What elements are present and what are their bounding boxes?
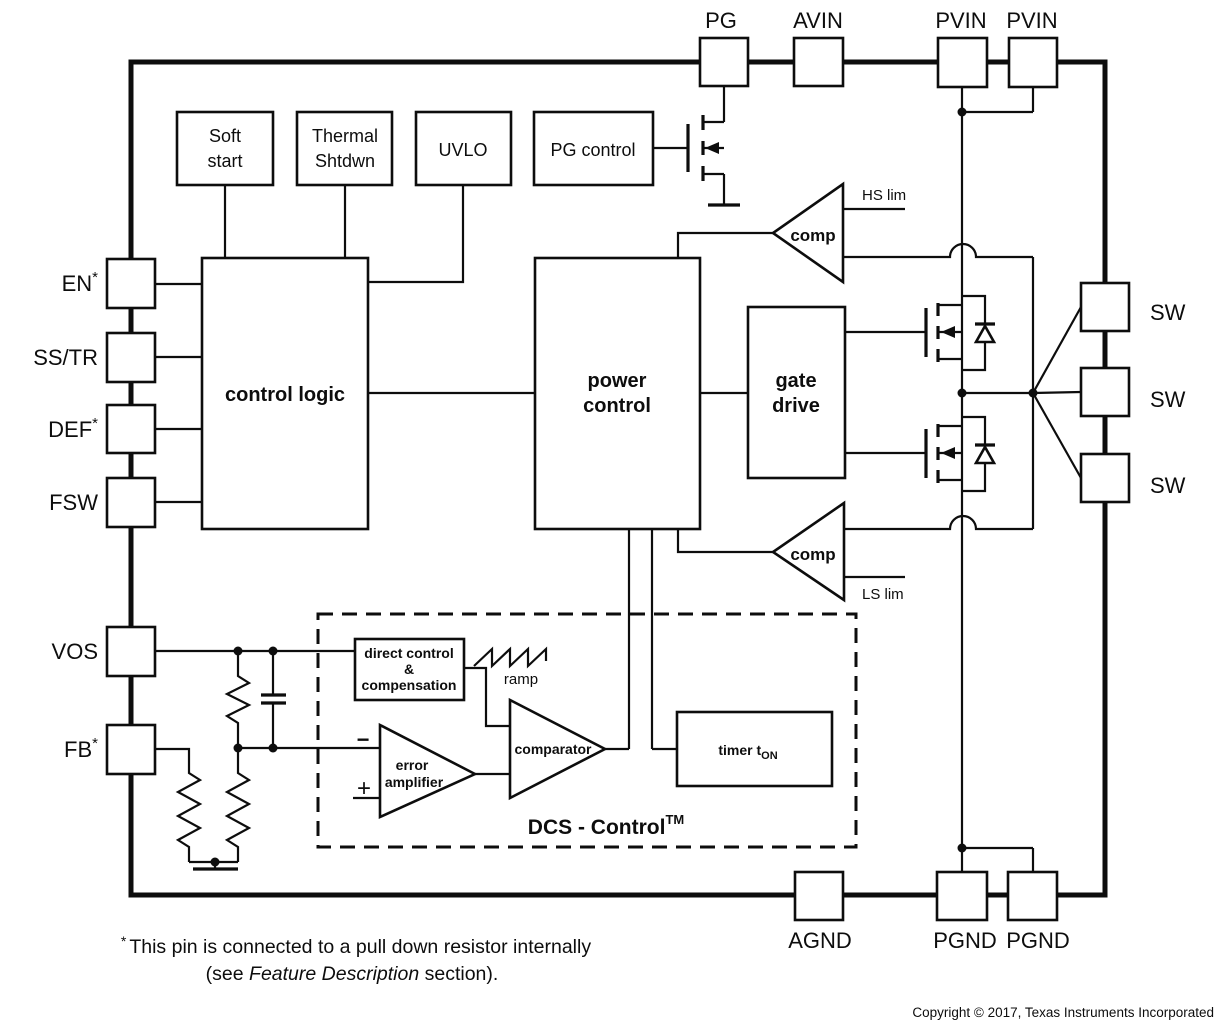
pin-sstr	[105, 331, 157, 384]
label-uvlo: UVLO	[438, 140, 487, 160]
label-gate-drive-1: gate	[775, 370, 816, 392]
mosfet-low-side	[924, 415, 997, 493]
ramp-icon	[473, 646, 548, 669]
block-direct-control	[353, 637, 466, 702]
pin-label-pgnd-1: PGND	[933, 928, 997, 953]
label-ls-lim: LS lim	[862, 586, 904, 603]
pin-vos	[105, 625, 157, 678]
pin-label-en: EN*	[62, 269, 99, 296]
pin-label-pvin-1: PVIN	[935, 8, 986, 33]
pin-sw-2	[1079, 366, 1131, 418]
label-power-control-1: power	[588, 370, 647, 392]
block-gate-drive	[746, 305, 847, 480]
pin-fb	[105, 723, 157, 776]
body-diode-icon	[962, 294, 987, 372]
pin-label-sw-3: SW	[1150, 473, 1186, 498]
label-hs-lim: HS lim	[862, 187, 906, 204]
pin-pg	[698, 36, 750, 88]
label-dcs-control: DCS - ControlTM	[528, 812, 684, 839]
label-thermal-2: Shtdwn	[315, 151, 375, 171]
pin-label-sw-2: SW	[1150, 387, 1186, 412]
pin-def	[105, 403, 157, 455]
pin-label-fb: FB*	[64, 735, 98, 762]
pin-avin	[792, 36, 845, 88]
pg-mosfet	[686, 115, 740, 207]
label-ramp: ramp	[504, 671, 538, 688]
label-error-amp-1: error	[396, 757, 429, 773]
block-pg-control	[532, 110, 655, 187]
pin-label-pg: PG	[705, 8, 737, 33]
ls-comparator-triangle	[770, 500, 846, 603]
label-ls-comp: comp	[790, 545, 835, 564]
plus-icon: +	[357, 775, 371, 802]
block-uvlo	[414, 110, 513, 187]
resistor-icon	[155, 747, 203, 862]
pin-fsw	[105, 476, 157, 529]
pin-label-avin: AVIN	[793, 8, 843, 33]
pin-sw-3	[1079, 452, 1131, 504]
error-amplifier-triangle	[378, 722, 478, 820]
label-thermal-1: Thermal	[312, 126, 378, 146]
wires	[155, 86, 1082, 872]
copyright-notice: Copyright © 2017, Texas Instruments Inco…	[912, 1005, 1214, 1020]
label-gate-drive-2: drive	[772, 395, 820, 417]
label-direct-control-1: direct control	[364, 645, 453, 661]
resistor-icon	[224, 651, 252, 748]
label-direct-control-2: &	[404, 661, 414, 677]
label-control-logic: control logic	[225, 384, 345, 406]
mosfet-high-side	[924, 294, 997, 372]
pin-label-vos: VOS	[52, 639, 98, 664]
label-timer: timer tON	[718, 742, 777, 762]
label-comparator: comparator	[514, 741, 592, 757]
label-direct-control-3: compensation	[362, 677, 457, 693]
pin-label-sw-1: SW	[1150, 300, 1186, 325]
pin-label-def: DEF*	[48, 415, 98, 442]
pin-agnd	[793, 870, 845, 922]
minus-icon: −	[357, 727, 370, 752]
comparator-triangle	[508, 697, 608, 801]
label-hs-comp: comp	[790, 226, 835, 245]
junction-dots	[210, 107, 1038, 867]
block-power-control	[533, 256, 702, 531]
label-error-amp-2: amplifier	[385, 774, 444, 790]
label-pg-control: PG control	[550, 140, 635, 160]
pin-en	[105, 257, 157, 310]
block-soft-start	[175, 110, 275, 187]
pin-label-pvin-2: PVIN	[1006, 8, 1057, 33]
pin-pgnd-2	[1006, 870, 1059, 922]
hs-comparator-triangle	[770, 181, 845, 285]
resistor-icon	[224, 748, 252, 862]
pins	[105, 36, 1131, 922]
footnote-line-1: *This pin is connected to a pull down re…	[121, 933, 591, 958]
label-soft-start-2: start	[207, 151, 242, 171]
pin-pvin-1	[936, 36, 989, 89]
pin-pgnd-1	[935, 870, 989, 922]
pin-label-agnd: AGND	[788, 928, 852, 953]
pin-pvin-2	[1007, 36, 1059, 89]
body-diode-icon	[962, 415, 987, 493]
pin-label-pgnd-2: PGND	[1006, 928, 1070, 953]
pin-label-fsw: FSW	[49, 490, 98, 515]
pin-label-sstr: SS/TR	[33, 345, 98, 370]
label-power-control-2: control	[583, 395, 651, 417]
block-control-logic	[200, 256, 370, 531]
footnote-line-2: (see Feature Description section).	[206, 963, 499, 985]
label-soft-start-1: Soft	[209, 126, 241, 146]
dcs-control-boundary	[316, 612, 858, 849]
block-timer	[675, 710, 834, 788]
block-thermal-shutdown	[295, 110, 394, 187]
pin-sw-1	[1079, 281, 1131, 333]
